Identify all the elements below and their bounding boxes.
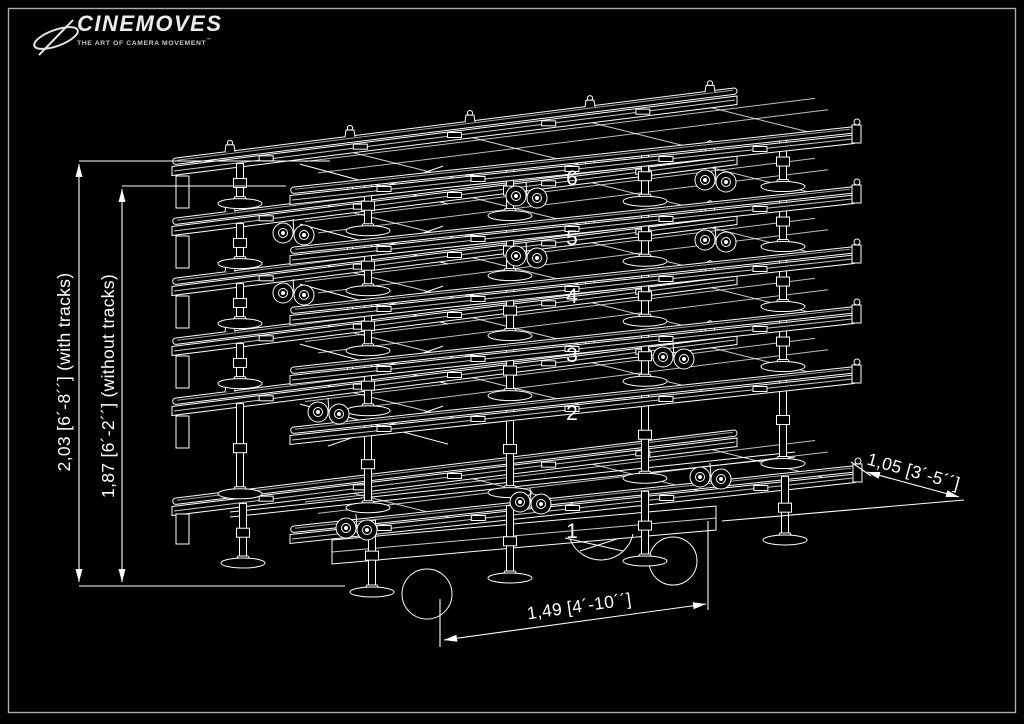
level-labels: 6 5 4 3 2 1: [566, 167, 578, 543]
level-label-6: 6: [566, 167, 578, 190]
level-label-4: 4: [566, 285, 578, 308]
support-posts-row: [217, 377, 806, 514]
stacked-track-assembly: [171, 80, 863, 620]
dimension-depth-label: 1,05 [3´-5´´]: [865, 449, 962, 494]
dimension-height-without-tracks-label: 1,87 [6´-2´´] (without tracks): [98, 274, 118, 498]
level-label-5: 5: [566, 227, 578, 250]
track-level-front: [289, 298, 862, 386]
sheet-border: [7, 7, 1017, 714]
dimension-length-label: 1,49 [4´-10´´]: [526, 589, 633, 623]
track-level-front: [289, 118, 862, 206]
level-label-2: 2: [566, 402, 578, 425]
dimension-height-with-tracks-label: 2,03 [6´-8´´] (with tracks): [54, 273, 74, 472]
trademark-symbol: ™: [206, 37, 212, 42]
cinemoves-swoosh-icon: [33, 19, 79, 56]
brand-tagline: THE ART OF CAMERA MOVEMENT™: [77, 37, 223, 47]
track-rollers: [272, 165, 737, 541]
brand-tagline-text: THE ART OF CAMERA MOVEMENT: [77, 40, 207, 47]
barrel: [401, 568, 453, 620]
support-posts-row: [217, 257, 806, 357]
level-label-1: 1: [566, 520, 578, 543]
track-level-front: [289, 178, 862, 266]
logo-text: CINEMOVES THE ART OF CAMERA MOVEMENT™: [77, 11, 223, 48]
extension-line: [721, 499, 965, 522]
dimension-height-without-tracks: 1,87 [6´-2´´] (without tracks): [98, 185, 286, 582]
dimension-line: [443, 602, 707, 642]
brand-name: CINEMOVES: [77, 11, 223, 36]
cinemoves-logo: CINEMOVES THE ART OF CAMERA MOVEMENT™: [26, 13, 223, 61]
dimension-line: [866, 471, 960, 498]
track-level-front: [289, 238, 862, 326]
level-label-3: 3: [566, 344, 578, 367]
track-level-back: [171, 80, 829, 209]
dimension-height-with-tracks: 2,03 [6´-8´´] (with tracks): [54, 160, 330, 582]
track-level-front: [289, 358, 862, 446]
support-posts-row: [217, 197, 806, 297]
